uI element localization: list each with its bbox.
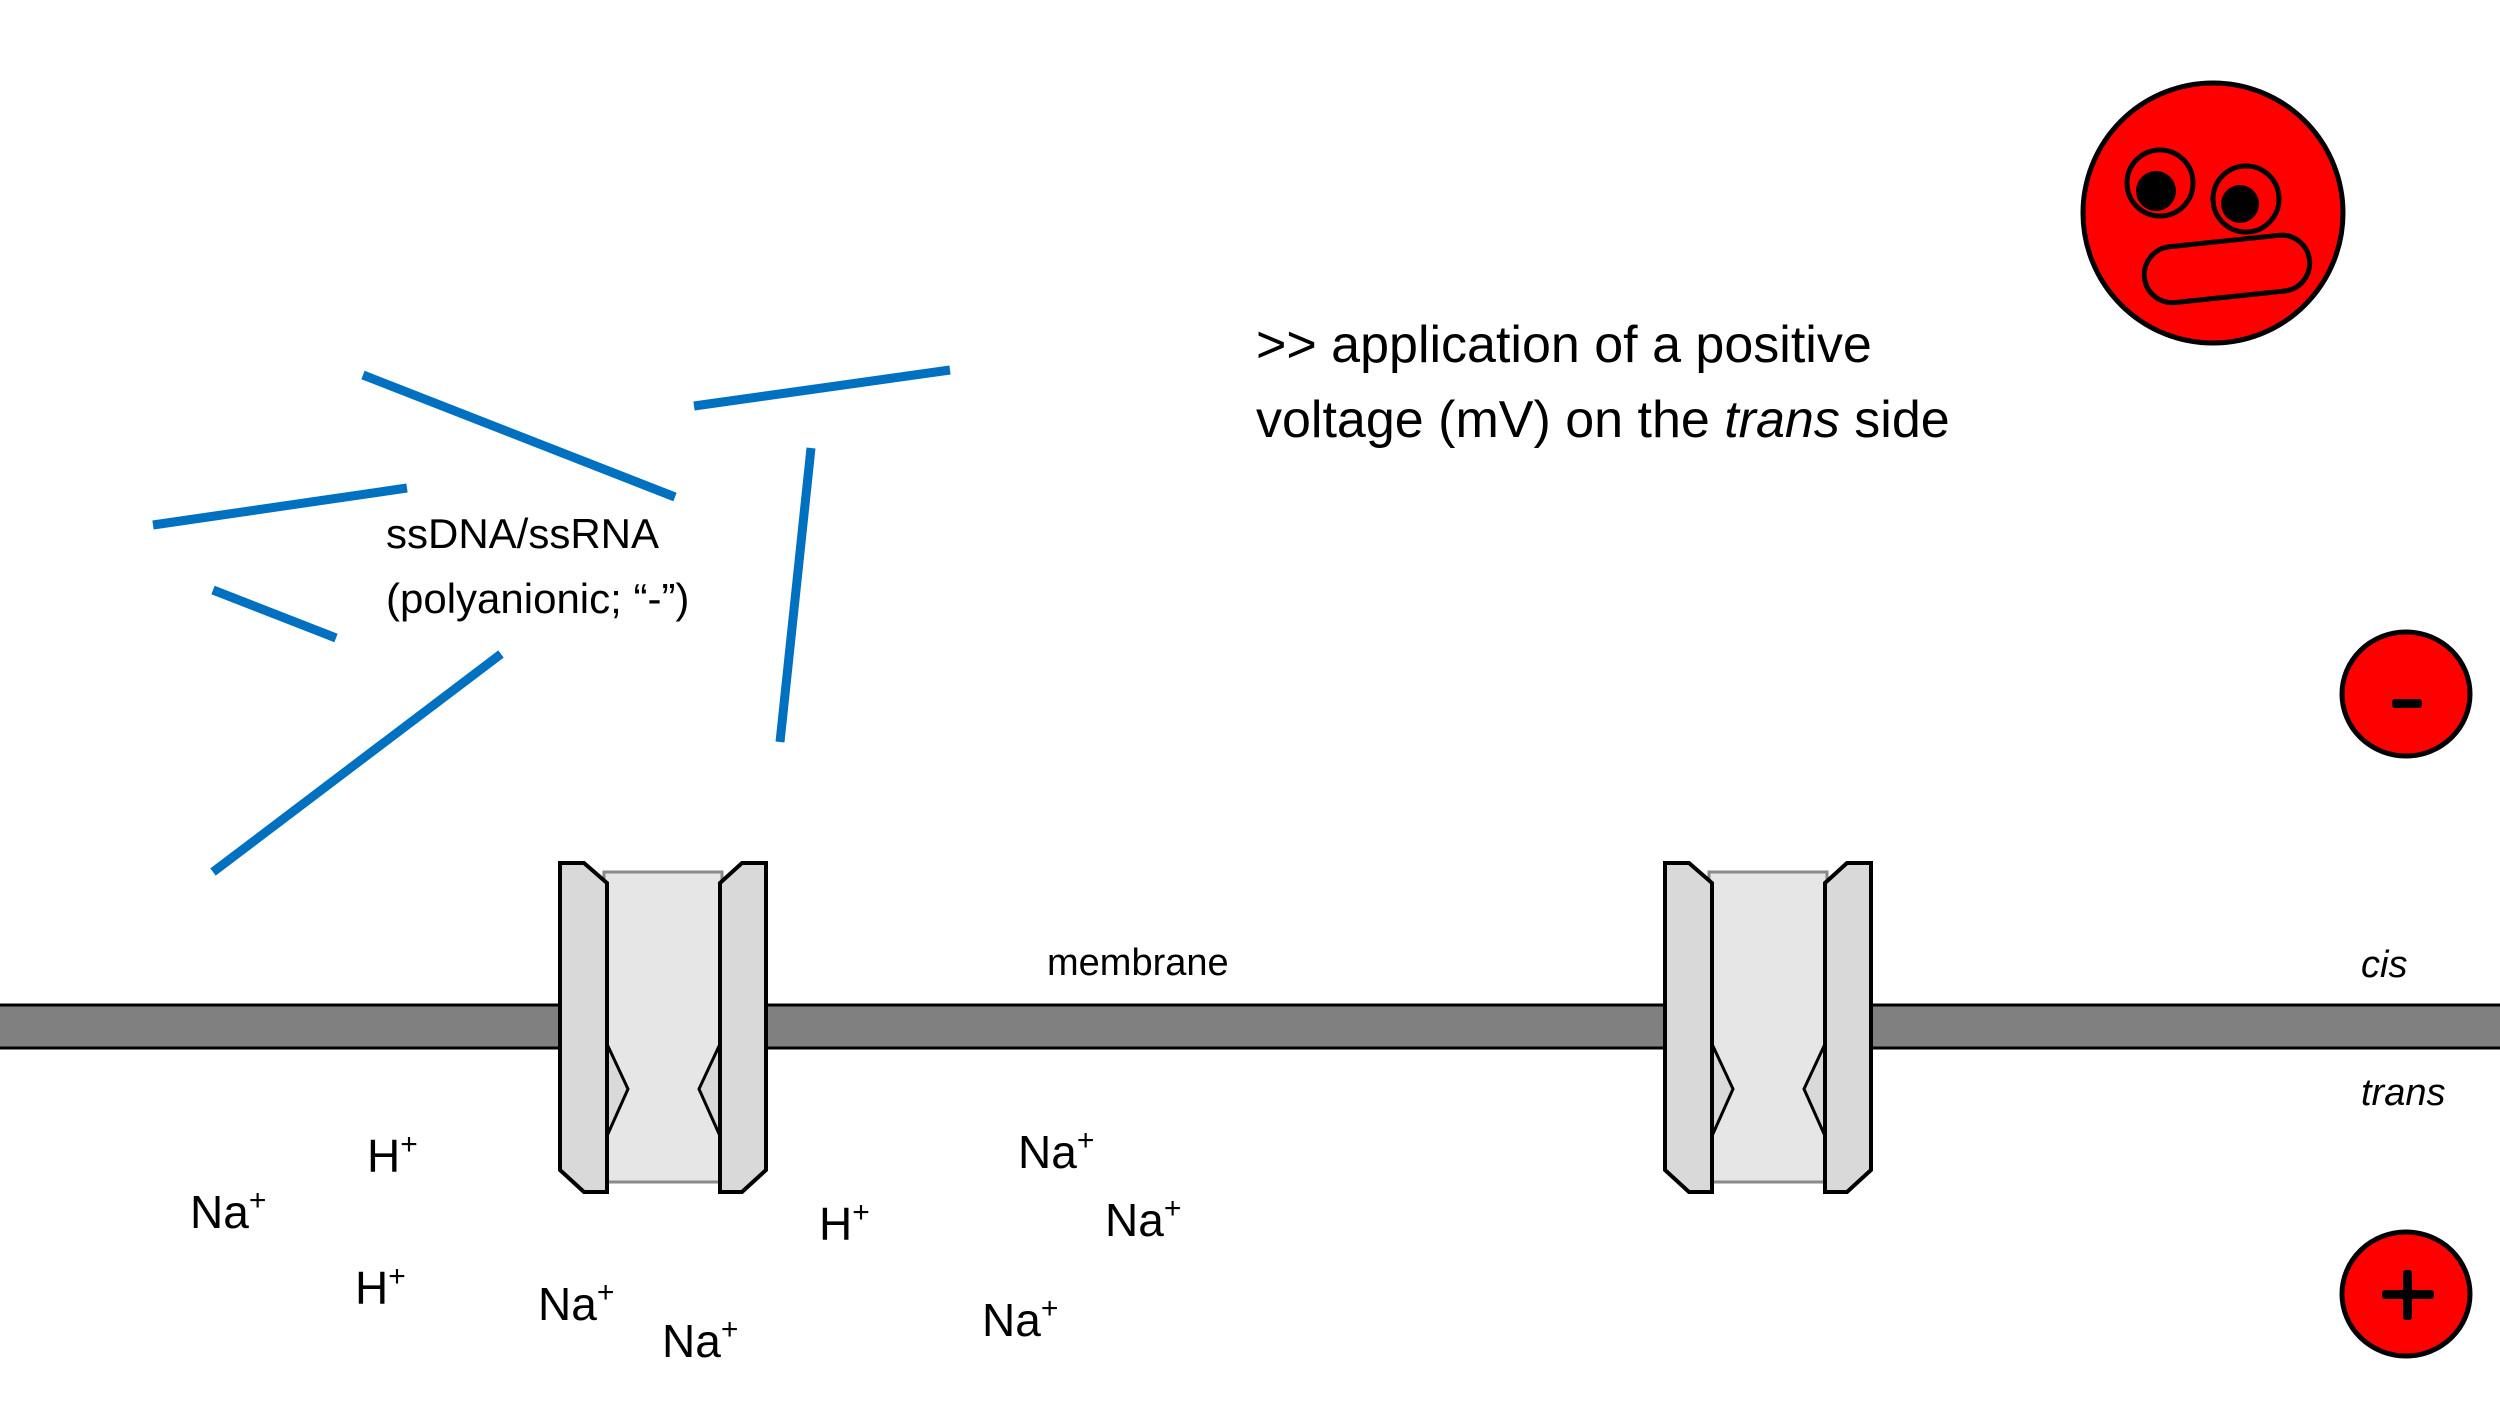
membrane-label: membrane [1047,942,1229,984]
worried-face-icon [2080,80,2346,346]
strand [211,585,338,643]
nanopore-2 [1663,861,1873,1194]
strand [152,483,408,530]
dna-label-line1: ssDNA/ssRNA [386,510,659,557]
strand [693,365,951,411]
membrane [0,1003,2500,1050]
ion-label: Na+ [1018,1124,1094,1178]
voltage-caption-line2: voltage (mV) on the trans side [1256,391,1950,449]
ion-label: Na+ [982,1292,1058,1346]
strand [775,447,816,743]
ion-label: H+ [367,1128,418,1182]
caption-text-suffix: side [1840,391,1950,449]
ion-label: Na+ [662,1313,738,1367]
strand [210,650,504,876]
ion-label: H+ [819,1196,870,1250]
nucleic-acid-strands [152,365,951,876]
caption-trans-word: trans [1724,391,1840,449]
minus-icon [2392,699,2422,708]
positive-electrode [2339,1229,2473,1359]
trans-label: trans [2361,1072,2445,1114]
plus-icon [2382,1270,2434,1320]
cis-label: cis [2361,944,2407,986]
strand [361,370,677,502]
ion-label: Na+ [538,1276,614,1330]
ions: H+ Na+ H+ Na+ Na+ H+ Na+ Na+ Na+ [190,1124,1181,1367]
negative-electrode [2339,629,2473,759]
voltage-caption-line1: >> application of a positive [1256,316,1872,374]
ion-label: Na+ [190,1184,266,1238]
dna-label-line2: (polyanionic; “-”) [386,575,689,622]
caption-text: voltage (mV) on the [1256,391,1724,449]
ion-label: Na+ [1105,1192,1181,1246]
nanopore-1 [558,861,768,1194]
ion-label: H+ [355,1260,406,1314]
